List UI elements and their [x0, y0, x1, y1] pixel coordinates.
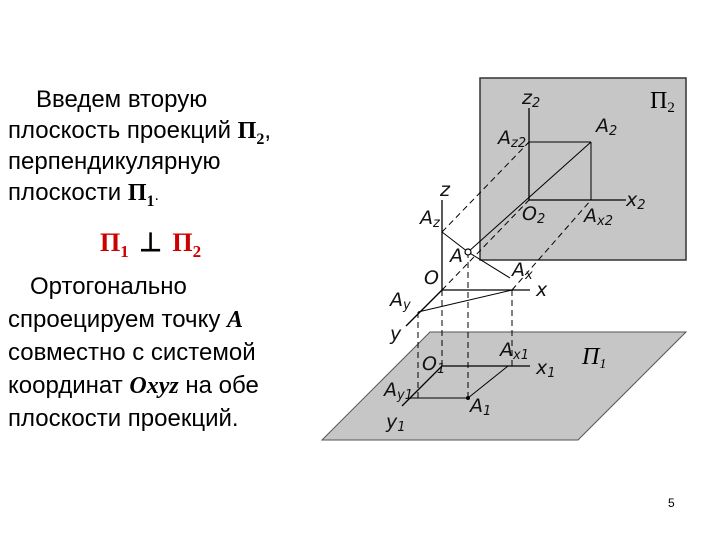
proj-az-az2: [441, 141, 530, 233]
label-z2: z2: [521, 87, 540, 111]
label-z: z: [439, 179, 451, 201]
body-line-1: Ортогонально: [30, 273, 187, 300]
pi1-symbol: П: [127, 180, 147, 206]
label-x1: x1: [535, 357, 556, 381]
edge-a-ax: [467, 251, 511, 279]
label-a: A: [448, 245, 463, 267]
perpendicular-formula: П1 ⊥ П2: [100, 228, 201, 262]
label-ay: Ay: [388, 289, 411, 313]
ray-a-a2: [467, 141, 592, 253]
formula-right: П2: [172, 228, 202, 262]
label-ay1: Ay1: [382, 379, 413, 403]
plane-pi2: [479, 77, 687, 261]
plane-pi1: [320, 331, 688, 441]
body-line-2: спроецируем точку A: [8, 304, 243, 336]
label-y: y: [389, 323, 402, 345]
proj-a1-ax1: [467, 365, 509, 399]
label-x: x: [535, 279, 548, 301]
formula-left: П1: [100, 228, 129, 262]
intro-line-4-text: плоскости: [8, 179, 128, 206]
body-line-4-text: координат: [8, 372, 130, 399]
pi2-subscript: 2: [256, 130, 265, 148]
label-ax: Ax: [510, 259, 533, 283]
body-line-2-text: спроецируем точку: [8, 306, 227, 333]
intro-line-3: перпендикулярную: [8, 148, 221, 175]
intro-line-2-text: плоскость проекций: [8, 117, 238, 144]
label-o: O: [424, 267, 439, 289]
label-o2: O2: [522, 203, 545, 227]
label-x2: x2: [625, 189, 646, 213]
intro-line-2: плоскость проекций П2,: [8, 115, 271, 155]
point-a1: [466, 396, 470, 400]
label-y1: y1: [385, 411, 406, 435]
perpendicular-symbol: ⊥: [139, 228, 162, 257]
pi1-label: П1: [581, 344, 606, 372]
label-a2: A2: [594, 115, 617, 139]
pi1-subscript: 1: [146, 192, 155, 210]
body-line-4: координат Oxyz на обе: [8, 370, 259, 402]
intro-line-4: плоскости П1.: [8, 177, 159, 217]
label-az: Az: [418, 207, 441, 231]
edge-az-a: [441, 231, 469, 253]
point-a: [464, 248, 472, 256]
edge-ay-ax: [417, 289, 513, 313]
intro-line-1: Введем вторую: [36, 86, 208, 113]
label-o1: O1: [422, 353, 445, 377]
intro-line-4-end: .: [154, 187, 159, 204]
intro-line-2-end: ,: [264, 117, 272, 144]
axis-y1: [401, 365, 443, 407]
body-line-5: плоскости проекций.: [8, 405, 239, 432]
coordinate-system-label: Oxyz: [129, 373, 179, 399]
point-a-label: A: [227, 307, 244, 333]
label-az2: Az2: [496, 127, 526, 151]
pi2-label: П2: [650, 88, 675, 116]
label-a1: A1: [468, 395, 491, 419]
axis-y: [405, 289, 443, 327]
body-line-4-end: на обе: [178, 372, 259, 399]
label-ax1: Ax1: [498, 339, 529, 363]
body-line-3: совместно с системой: [8, 339, 256, 366]
label-ax2: Ax2: [582, 205, 613, 229]
slide-number: 5: [668, 496, 675, 510]
proj-o-o2: [441, 199, 530, 291]
pi2-symbol: П: [237, 118, 257, 144]
